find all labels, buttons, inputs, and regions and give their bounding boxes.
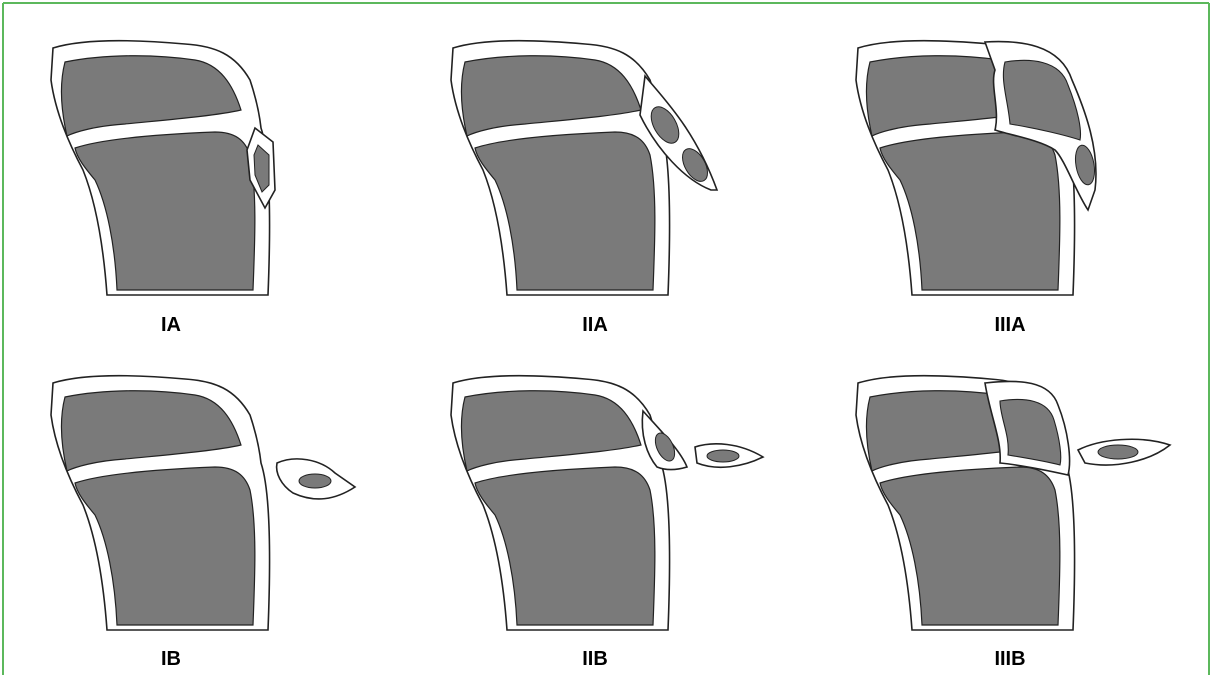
panel-iia-illustration (451, 41, 717, 295)
panel-ib-illustration (51, 376, 355, 630)
fragment-ib (277, 459, 355, 499)
fragment-iib (642, 411, 763, 470)
panel-label-ib: IB (121, 648, 221, 670)
panel-iib-illustration (451, 376, 763, 630)
fragment-iiib (985, 381, 1170, 475)
panel-label-iia: IIA (545, 314, 645, 336)
panel-ia-illustration (51, 41, 275, 295)
panel-label-ia: IA (121, 314, 221, 336)
panel-label-iib: IIB (545, 648, 645, 670)
panel-label-iiia: IIIA (960, 314, 1060, 336)
panel-iiib-illustration (856, 376, 1170, 630)
panel-label-iiib: IIIB (960, 648, 1060, 670)
panel-iiia-illustration (856, 41, 1097, 295)
